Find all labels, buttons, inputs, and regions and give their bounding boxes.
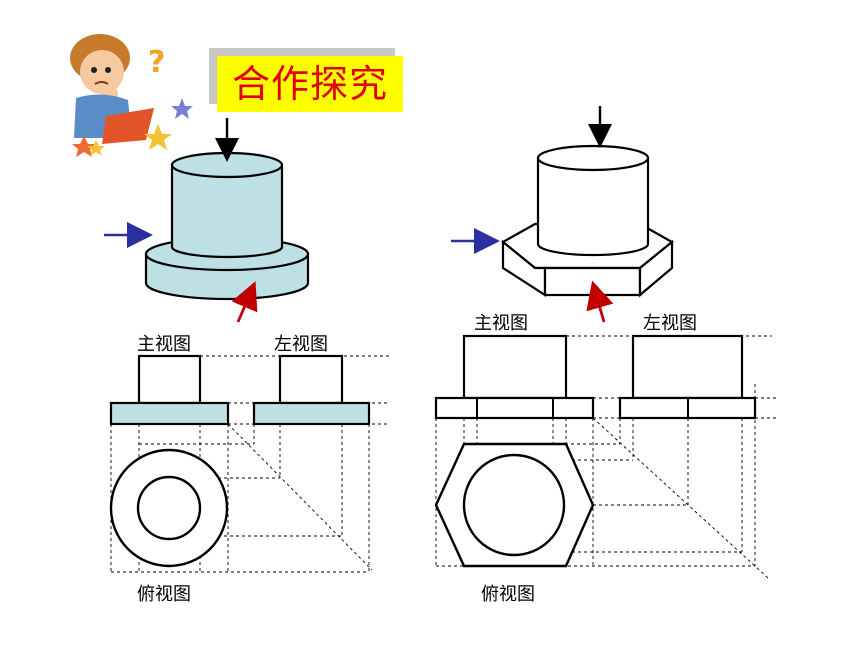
- right-top-view: [434, 442, 595, 568]
- left-top-view: [109, 448, 229, 568]
- left-side-view-label: 左视图: [274, 334, 328, 355]
- left-front-arrow: [231, 281, 258, 323]
- right-front-view-label: 主视图: [474, 313, 528, 334]
- right-top-view-label: 俯视图: [481, 584, 535, 605]
- left-front-view-label: 主视图: [137, 334, 191, 355]
- left-3d-cylinder-shape: [144, 151, 310, 301]
- svg-text:?: ?: [148, 45, 165, 80]
- right-3d-hex-bolt-shape: [501, 144, 674, 298]
- right-side-view-label: 左视图: [643, 313, 697, 334]
- left-top-view-label: 俯视图: [137, 584, 191, 605]
- left-front-view: [109, 354, 230, 426]
- right-front-arrow: [586, 280, 614, 323]
- left-side-view: [252, 354, 371, 426]
- right-front-view: [434, 334, 595, 420]
- right-side-view: [618, 334, 757, 420]
- thinking-boy-illustration: ?: [70, 34, 193, 157]
- title-box: 合作探究: [209, 48, 403, 120]
- title: 合作探究: [217, 56, 403, 112]
